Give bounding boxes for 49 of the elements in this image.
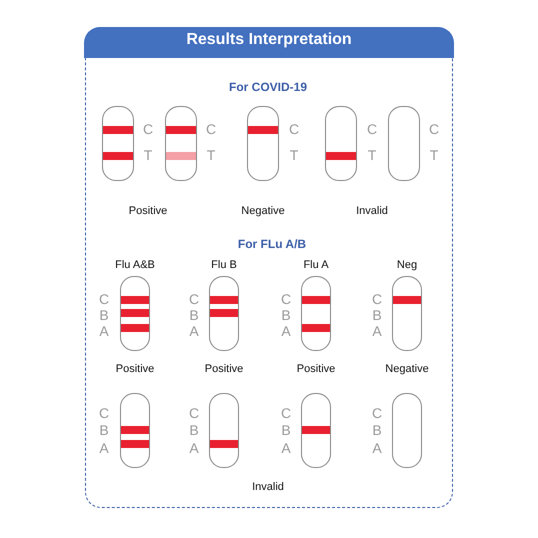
panel-title: Results Interpretation bbox=[186, 31, 352, 49]
result-label: Negative bbox=[385, 363, 429, 375]
result-label: Positive bbox=[296, 363, 336, 375]
line-marker-letter: A bbox=[99, 323, 109, 339]
column-heading: Neg bbox=[396, 259, 418, 271]
line-marker-letter: T bbox=[206, 147, 216, 163]
line-marker-letter: B bbox=[372, 307, 382, 323]
line-marker-letter: A bbox=[372, 440, 382, 456]
result-label: Invalid bbox=[252, 481, 284, 493]
line-marker-letter: A bbox=[372, 323, 382, 339]
line-marker-letter: C bbox=[372, 405, 382, 421]
column-heading: Flu A&B bbox=[115, 259, 155, 271]
line-marker-letter: B bbox=[281, 422, 291, 438]
result-label: Invalid bbox=[356, 205, 388, 217]
line-marker-letter: A bbox=[189, 323, 199, 339]
line-marker-letter: B bbox=[372, 422, 382, 438]
line-marker-letter: A bbox=[99, 440, 109, 456]
line-marker-letter: C bbox=[188, 405, 200, 421]
line-marker-letter: C bbox=[98, 405, 110, 421]
line-marker-letter: T bbox=[430, 147, 438, 163]
line-marker-letter: B bbox=[281, 307, 291, 323]
column-heading: Flu B bbox=[211, 259, 237, 271]
line-marker-letter: B bbox=[189, 422, 199, 438]
result-label: Positive bbox=[204, 363, 244, 375]
section-heading: For FLu A/B bbox=[238, 237, 306, 251]
line-marker-letter: C bbox=[280, 405, 292, 421]
line-marker-letter: A bbox=[281, 440, 291, 456]
line-marker-letter: C bbox=[206, 121, 216, 137]
line-marker-letter: C bbox=[98, 291, 110, 307]
line-marker-letter: C bbox=[366, 121, 378, 137]
line-marker-letter: T bbox=[368, 147, 376, 163]
line-marker-letter: C bbox=[428, 121, 440, 137]
line-marker-letter: C bbox=[142, 121, 154, 137]
line-marker-letter: B bbox=[99, 422, 109, 438]
section-heading: For COVID-19 bbox=[229, 80, 307, 94]
line-marker-letter: T bbox=[144, 147, 152, 163]
result-label: Positive bbox=[116, 363, 154, 375]
line-marker-letter: B bbox=[189, 307, 199, 323]
line-marker-letter: B bbox=[99, 307, 109, 323]
line-marker-letter: C bbox=[372, 291, 382, 307]
line-marker-letter: C bbox=[288, 121, 300, 137]
result-label: Negative bbox=[241, 205, 285, 217]
line-marker-letter: T bbox=[290, 147, 298, 163]
column-heading: Flu A bbox=[303, 259, 329, 271]
result-label: Positive bbox=[128, 205, 168, 217]
line-marker-letter: C bbox=[188, 291, 200, 307]
line-marker-letter: A bbox=[189, 440, 199, 456]
line-marker-letter: C bbox=[280, 291, 292, 307]
line-marker-letter: A bbox=[281, 323, 291, 339]
